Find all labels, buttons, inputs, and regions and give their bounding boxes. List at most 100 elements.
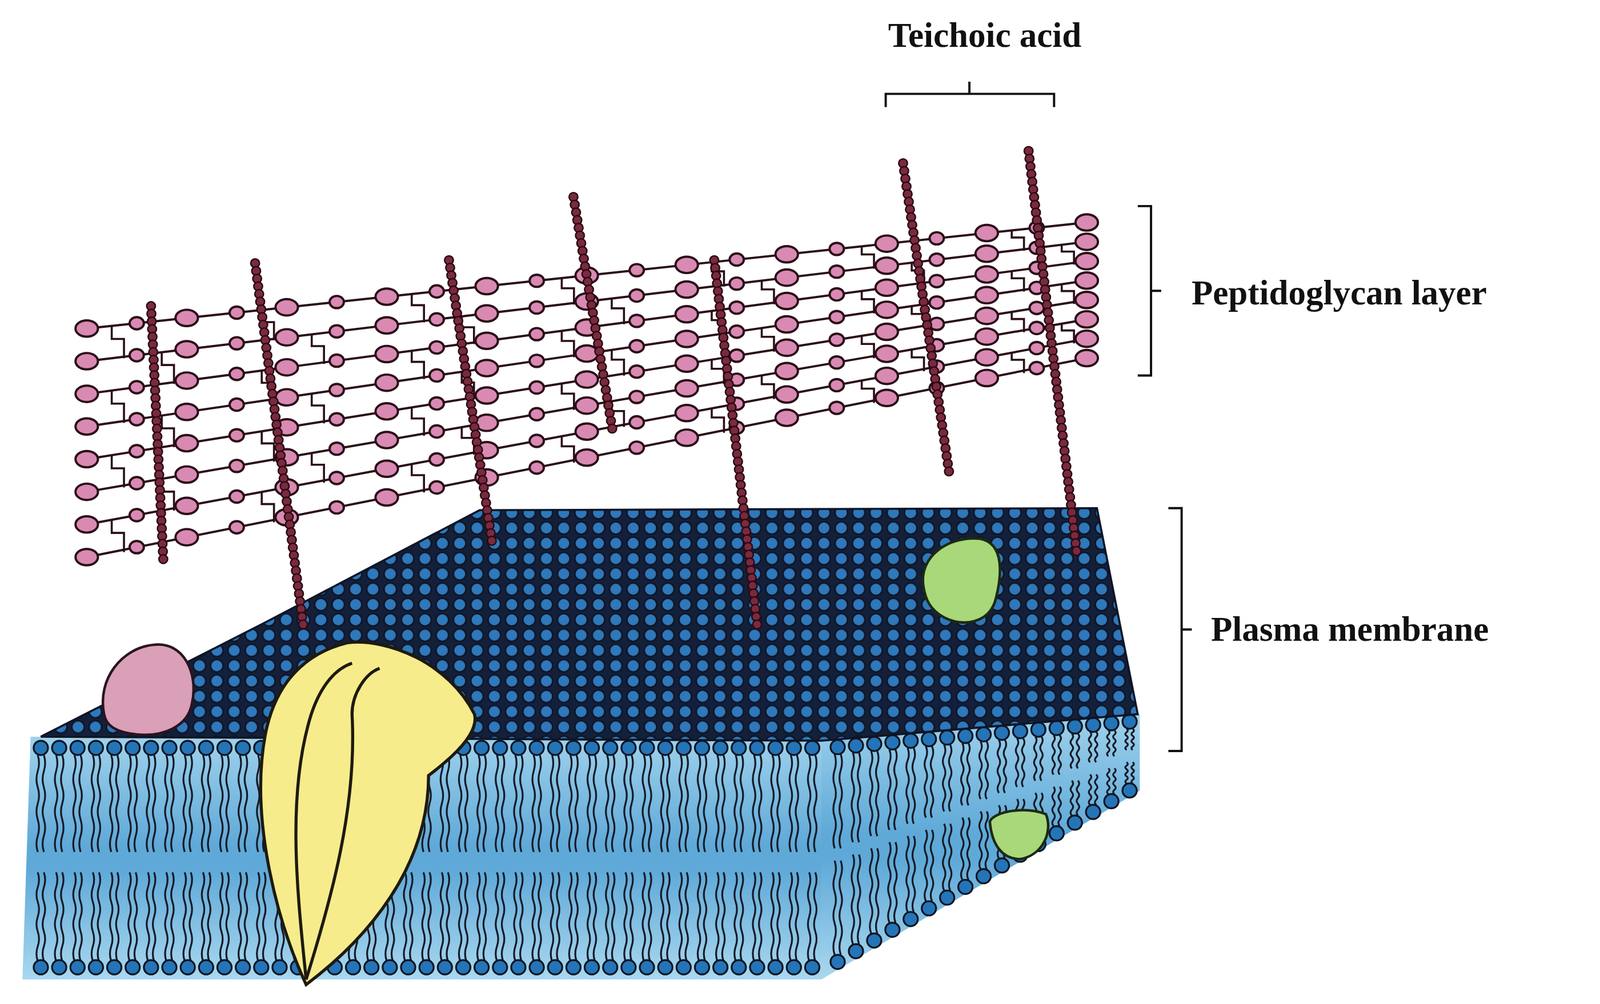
lipid-head [695, 960, 710, 975]
peptide-crosslink [311, 334, 324, 364]
glycan-bead [75, 516, 98, 533]
glycan-bead [1075, 253, 1098, 270]
glycan-bead [175, 528, 198, 546]
glycan-bead [229, 367, 244, 380]
lipid-head [455, 960, 471, 975]
lipid-tail [1070, 780, 1073, 816]
teichoic-acid-strands [146, 146, 1082, 629]
lipid-head [474, 740, 489, 756]
lipid-tail [91, 755, 94, 853]
lipid-tail [611, 755, 615, 853]
glycan-chain [86, 222, 1088, 329]
lipid-head [1104, 794, 1119, 809]
lipid-tail [556, 755, 560, 853]
glycan-bead [975, 287, 998, 304]
glycan-bead [929, 232, 944, 245]
lipid-tail [967, 817, 970, 881]
lipid-head [437, 960, 452, 975]
glycan-bead [429, 341, 444, 354]
lipid-tail [611, 872, 615, 962]
lipid-tail [97, 872, 100, 962]
lipid-head [695, 740, 710, 756]
lipid-tail [226, 755, 229, 853]
lipid-tail [1113, 730, 1116, 757]
lipid-head [885, 735, 900, 750]
peptide-crosslink [861, 335, 874, 359]
glycan-bead [875, 323, 898, 341]
lipid-tail [1052, 787, 1055, 827]
lipid-tail [575, 872, 578, 962]
glycan-bead [529, 327, 544, 340]
lipid-tail [153, 755, 156, 853]
lipid-tail [734, 755, 737, 853]
lipid-tail [495, 755, 499, 853]
peptidoglycan-mesh [75, 214, 1098, 566]
lipid-tail [759, 872, 762, 962]
glycan-bead [875, 389, 898, 407]
lipid-tail [752, 755, 756, 853]
glycan-bead [775, 339, 799, 357]
lipid-head [713, 740, 728, 756]
lipid-tail [1076, 733, 1080, 769]
glycan-bead [175, 466, 198, 484]
lipid-head [235, 740, 251, 756]
glycan-chain [86, 338, 1088, 525]
glycan-bead [129, 540, 144, 553]
lipid-tail [624, 872, 627, 962]
lipid-tail [869, 751, 873, 837]
lipid-head [33, 740, 48, 756]
glycan-bead [229, 520, 244, 533]
glycan-bead [275, 329, 298, 346]
lipid-tail [556, 872, 560, 962]
lipid-tail [660, 872, 664, 962]
lipid-tail [857, 854, 861, 945]
lipid-head [731, 960, 747, 975]
lipid-tail [1058, 787, 1061, 827]
channel-protein-seam [306, 668, 380, 980]
lipid-tail [1131, 762, 1134, 784]
lipid-tail [128, 755, 131, 853]
peptide-crosslink [861, 246, 874, 269]
lipid-tail [1107, 730, 1110, 757]
peptide-crosslink [1061, 284, 1074, 305]
peptide-crosslink [561, 330, 574, 358]
peptide-crosslink [861, 291, 874, 314]
lipid-tail [61, 755, 64, 853]
lipid-tail [1015, 738, 1018, 788]
lipid-head [658, 960, 673, 975]
lipid-tail [1021, 738, 1025, 788]
lipid-tail [257, 755, 260, 853]
peptide-crosslink [1011, 230, 1024, 251]
lipid-tail [930, 829, 933, 902]
lipid-tail [985, 741, 988, 800]
lipid-tail [134, 755, 137, 853]
lipid-tail [134, 872, 137, 962]
glycan-chain [86, 280, 1088, 427]
lipid-head [107, 960, 122, 975]
lipid-tail [660, 755, 664, 853]
lipid-head [940, 730, 955, 745]
lipid-head [143, 740, 159, 756]
lipid-head [830, 955, 845, 970]
lipid-head [603, 960, 618, 975]
glycan-bead [429, 453, 444, 466]
lipid-head [885, 923, 900, 938]
lipid-head [382, 960, 398, 975]
lipid-head [107, 740, 122, 756]
peptide-crosslink [762, 375, 775, 399]
lipid-tail [740, 755, 743, 853]
glycan-bead [475, 278, 498, 295]
glycan-bead [629, 289, 644, 302]
lipid-head [364, 960, 379, 975]
lipid-tail [238, 755, 242, 853]
glycan-bead [529, 434, 544, 447]
lipid-tail [948, 744, 952, 812]
lipid-tail [165, 872, 168, 962]
glycan-bead [75, 548, 98, 566]
lipid-tail [833, 754, 836, 849]
lipid-tail [1076, 780, 1080, 816]
lipid-tail [716, 872, 719, 962]
glycan-bead [75, 385, 98, 403]
peptide-crosslink [111, 519, 124, 553]
glycan-bead [375, 403, 398, 420]
